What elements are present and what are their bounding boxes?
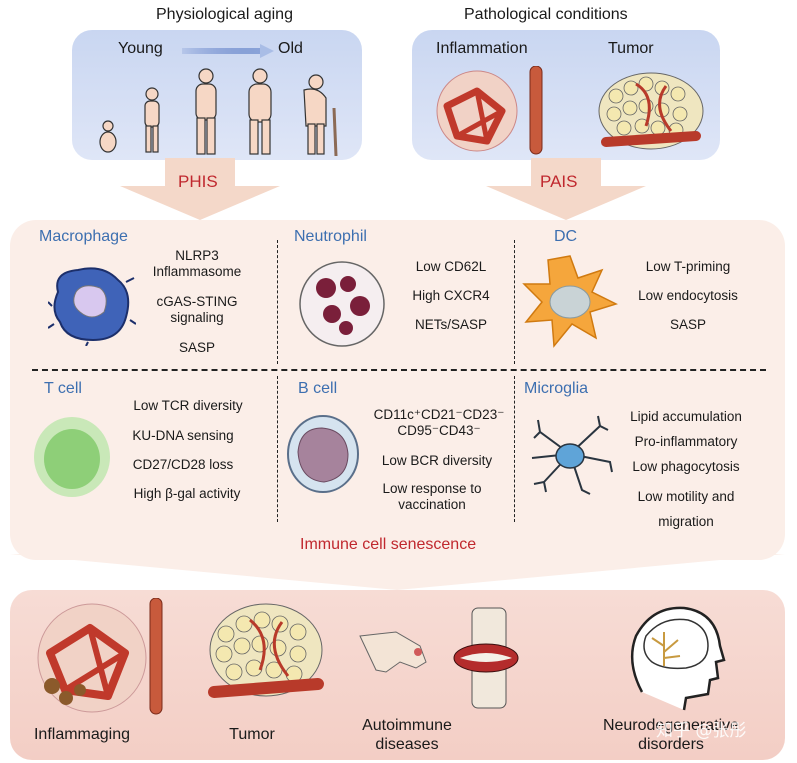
vertical-divider-4	[514, 376, 515, 522]
brain-head-icon	[630, 606, 726, 711]
tumor-outcome-label: Tumor	[229, 726, 275, 743]
pais-label: PAIS	[540, 172, 578, 191]
microglia-feature-3: Low phagocytosis	[632, 459, 740, 474]
macrophage-icon	[48, 267, 136, 346]
autoimmune-joint-icon	[359, 607, 519, 709]
t-cell-icon	[34, 417, 110, 497]
inflammation-label: Inflammation	[436, 40, 528, 57]
bcell-title: B cell	[298, 380, 338, 397]
macrophage-feature-3: SASP	[178, 340, 216, 355]
tcell-feature-3: CD27/CD28 loss	[132, 457, 234, 472]
phis-label: PHIS	[178, 172, 218, 191]
pais-arrow-icon	[486, 158, 646, 220]
physiological-aging-panel: Young Old	[72, 30, 362, 160]
vertical-divider-3	[277, 376, 278, 522]
neurodegenerative-label: Neurodegenerative disorders	[602, 717, 740, 754]
neutrophil-icon	[299, 261, 385, 347]
vertical-divider-2	[514, 240, 515, 364]
pathological-conditions-header: Pathological conditions	[464, 6, 628, 23]
macrophage-title: Macrophage	[39, 228, 128, 245]
microglia-feature-2: Pro-inflammatory	[634, 434, 738, 449]
watermark: 知乎 @张彤	[656, 721, 747, 741]
autoimmune-label: Autoimmune diseases	[362, 717, 452, 754]
tcell-feature-4: High β-gal activity	[133, 486, 241, 501]
panel-arrow-icon	[10, 554, 785, 590]
physiological-aging-header: Physiological aging	[156, 6, 293, 23]
microglia-icon	[531, 415, 613, 495]
pathological-conditions-panel: Inflammation Tumor	[412, 30, 720, 160]
inflammation-tissue-icon	[436, 66, 543, 155]
immune-cell-senescence-label: Immune cell senescence	[300, 536, 477, 553]
b-cell-icon	[287, 415, 359, 493]
old-label: Old	[278, 40, 303, 57]
bcell-feature-1: CD11c⁺CD21⁻CD23⁻ CD95⁻CD43⁻	[373, 407, 505, 439]
dc-feature-2: Low endocytosis	[638, 288, 738, 303]
neutrophil-feature-2: High CXCR4	[412, 288, 490, 303]
tcell-feature-2: KU-DNA sensing	[132, 428, 234, 443]
neutrophil-feature-1: Low CD62L	[415, 259, 487, 274]
inflammaging-label: Inflammaging	[33, 726, 131, 743]
horizontal-divider	[32, 369, 766, 371]
macrophage-feature-1: NLRP3 Inflammasome	[152, 248, 242, 280]
vertical-divider-1	[277, 240, 278, 364]
dendritic-cell-icon	[522, 255, 618, 348]
bcell-feature-2: Low BCR diversity	[381, 453, 493, 468]
phis-arrow-icon	[120, 158, 280, 220]
young-label: Young	[118, 40, 163, 57]
microglia-feature-1: Lipid accumulation	[630, 409, 742, 424]
tcell-feature-1: Low TCR diversity	[133, 398, 243, 413]
microglia-title: Microglia	[524, 380, 589, 397]
inflammaging-tissue-icon	[37, 598, 163, 715]
immune-cell-panel	[10, 220, 785, 560]
tumor-label: Tumor	[608, 40, 654, 57]
age-arrow-icon	[182, 44, 274, 58]
neutrophil-feature-3: NETs/SASP	[414, 317, 488, 332]
tumor-icon	[208, 603, 324, 698]
dc-title: DC	[554, 228, 578, 245]
tumor-tissue-icon	[598, 72, 704, 150]
dc-feature-3: SASP	[669, 317, 707, 332]
microglia-feature-4: Low motility and migration	[637, 489, 735, 529]
tcell-title: T cell	[44, 380, 82, 397]
dc-feature-1: Low T-priming	[645, 259, 731, 274]
neutrophil-title: Neutrophil	[294, 228, 367, 245]
macrophage-feature-2: cGAS-STING signaling	[156, 294, 238, 326]
bcell-feature-3: Low response to vaccination	[382, 481, 482, 513]
aging-figures-icon	[99, 68, 338, 157]
